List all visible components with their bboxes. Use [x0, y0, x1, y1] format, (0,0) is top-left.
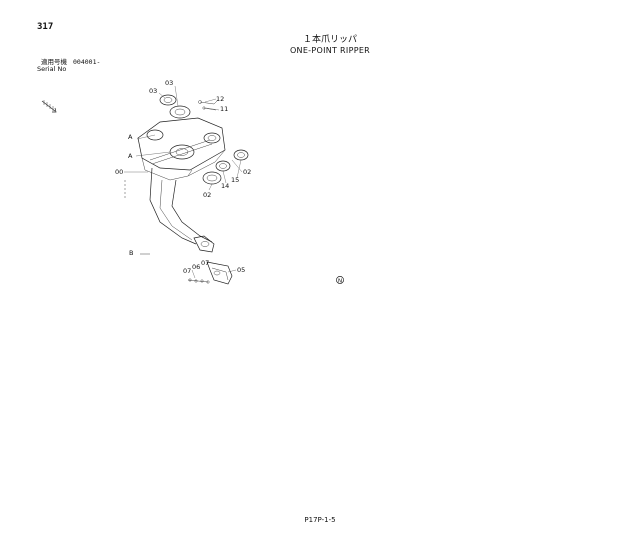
- callout-00: 00: [115, 168, 123, 176]
- callout-03-upper: 03: [165, 79, 173, 87]
- callout-07-right: 07: [201, 259, 209, 267]
- callout-06: 06: [192, 263, 200, 271]
- callout-a-upper: A: [128, 133, 133, 141]
- callout-02-right: 02: [243, 168, 251, 176]
- page-title-japanese: １本爪リッパ: [302, 35, 357, 45]
- callout-11: 11: [220, 105, 228, 113]
- callout-05: 05: [237, 266, 245, 274]
- north-marker-icon: N: [336, 276, 344, 284]
- callout-14: 14: [221, 182, 229, 190]
- serial-label-japanese: 適用号機: [41, 58, 67, 66]
- callout-15: 15: [231, 176, 239, 184]
- page-reference-footer: P17P-1-5: [304, 516, 336, 524]
- page-number: 317: [37, 22, 54, 32]
- serial-number-value: 004001-: [73, 58, 101, 66]
- page-title-english: ONE-POINT RIPPER: [289, 46, 371, 55]
- callout-03-lower: 03: [149, 87, 157, 95]
- callout-02-lower: 02: [203, 191, 211, 199]
- callout-12: 12: [216, 95, 224, 103]
- callout-b: B: [129, 249, 133, 257]
- pointer-arrow-icon: [41, 100, 57, 113]
- ripper-shank-drawing: [124, 94, 249, 285]
- serial-label-english: Serial No: [37, 65, 67, 73]
- callout-leader-lines: [124, 85, 243, 279]
- svg-text:N: N: [338, 278, 342, 284]
- callout-07-left: 07: [183, 267, 191, 275]
- callout-a-lower: A: [128, 152, 133, 160]
